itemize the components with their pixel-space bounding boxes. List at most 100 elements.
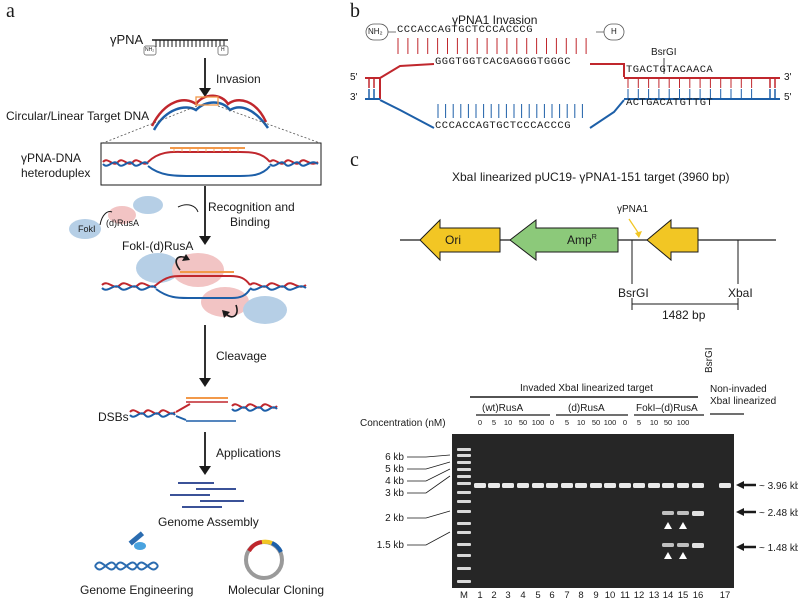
band-3.96kb [575,483,587,488]
lane-number: 8 [578,590,583,599]
band-3.96kb [677,483,689,488]
band-3.96kb [619,483,631,488]
pna-sequence: CCCACCAGTGCTCCCACCCG [397,24,534,36]
xbai-map-label: XbaI [728,286,753,300]
cleavage-arrowhead-icon [679,552,687,559]
ladder-band [457,482,471,485]
band-3.96kb [474,483,486,488]
panel-c-letter: c [350,149,359,171]
plasmid-map [400,218,776,310]
ampr-label: AmpR [567,233,597,247]
band-3.96kb [648,483,660,488]
concentration-tick-label: 0 [478,418,482,427]
ladder-band [457,567,471,570]
band-1.48kb [677,543,689,547]
non-invaded-header-1: Non-invaded [710,384,767,395]
cleavage-arrowhead-icon [664,522,672,529]
ladder-band [457,522,471,525]
top-strand-sequence: GGGTGGTCACGAGGGTGGGC [435,56,572,68]
lane-number: 12 [634,590,645,599]
gpna1-invasion-title: γPNA1 Invasion [452,13,538,27]
concentration-tick-label: 0 [550,418,554,427]
pna-nh2: NH₂ [368,27,383,36]
lane-number: 4 [520,590,525,599]
lane-number: 1 [477,590,482,599]
ladder-band [457,543,471,546]
lane-number: 9 [593,590,598,599]
ladder-connector [407,461,451,470]
bottom-strand-sequence: CCCACCAGTGCTCCCACCCG [435,120,572,132]
three-prime-left: 3' [350,92,358,103]
ladder-band [457,491,471,494]
ladder-connector [407,454,451,458]
lane-number: 2 [491,590,496,599]
foki-label: FokI [78,224,96,234]
group-d-rusa: (d)RusA [568,403,605,414]
group-foki-d-rusa: FokI–(d)RusA [636,403,698,414]
molecular-cloning-label: Molecular Cloning [228,583,325,597]
ladder-connector [407,468,451,482]
plasmid-map-title: XbaI linearized pUC19- γPNA1-151 target … [452,170,730,184]
lane-number: 13 [649,590,660,599]
band-3.96kb [604,483,616,488]
ladder-band [457,461,471,464]
gpna-h-label: H [221,47,225,53]
ladder-connector [407,531,451,546]
heteroduplex-label-1: γPNA-DNA [21,151,82,165]
concentration-tick-label: 100 [604,418,617,427]
lane-number: 15 [678,590,689,599]
gpna1-site-label: γPNA1 [617,204,649,215]
five-prime-left: 5' [350,72,358,83]
size-marker-arrowhead-icon [736,543,744,551]
ladder-size-label: 4 kb [385,476,404,487]
cleavage-label: Cleavage [216,349,267,363]
gpna-label: γPNA [110,32,144,47]
panel-a-illustration [69,39,322,580]
ladder-size-label: 6 kb [385,452,404,463]
concentration-tick-label: 0 [623,418,627,427]
size-marker-arrowhead-icon [736,508,744,516]
ladder-connector [407,510,451,519]
band-size-label: ~ 2.48 kb [759,508,798,519]
bsrgi-lane-header: BsrGI [704,347,715,373]
heteroduplex-label-2: heteroduplex [21,166,91,180]
bsrgi-map-label: BsrGI [618,286,649,300]
band-3.96kb [590,483,602,488]
lane-number: 14 [663,590,674,599]
ladder-size-label: 3 kb [385,488,404,499]
ladder-size-label: 5 kb [385,464,404,475]
band-3.96kb [561,483,573,488]
ladder-band [457,531,471,534]
lane-number: 17 [720,590,731,599]
band-3.96kb [662,483,674,488]
non-invaded-header-2: XbaI linearized [710,396,777,407]
band-2.48kb [662,511,674,515]
band-3.96kb [633,483,645,488]
concentration-tick-label: 5 [565,418,569,427]
band-3.96kb [488,483,500,488]
band-3.96kb [546,483,558,488]
band-2.48kb [677,511,689,515]
right-top-sequence: TGACTGTACAACA [626,64,714,76]
concentration-label: Concentration (nM) [360,418,446,429]
ladder-band [457,554,471,557]
pna-h: H [611,27,617,36]
lane-number: 11 [620,590,630,599]
ladder-band [457,475,471,478]
concentration-tick-label: 10 [650,418,658,427]
lane-number: 10 [605,590,616,599]
recognition-label-2: Binding [230,215,271,229]
band-2.48kb [692,511,704,516]
band-3.96kb [532,483,544,488]
lane-number: 7 [564,590,569,599]
cleavage-arrowhead-icon [679,522,687,529]
recognition-label-1: Recognition and [208,200,295,214]
genome-assembly-label: Genome Assembly [158,515,259,529]
lane-number: M [460,590,468,599]
ladder-size-label: 2 kb [385,513,404,524]
lane-number: 16 [693,590,704,599]
gpna-nh2-label: NH₂ [145,47,155,53]
ori-label: Ori [445,233,461,247]
cleavage-arrowhead-icon [664,552,672,559]
